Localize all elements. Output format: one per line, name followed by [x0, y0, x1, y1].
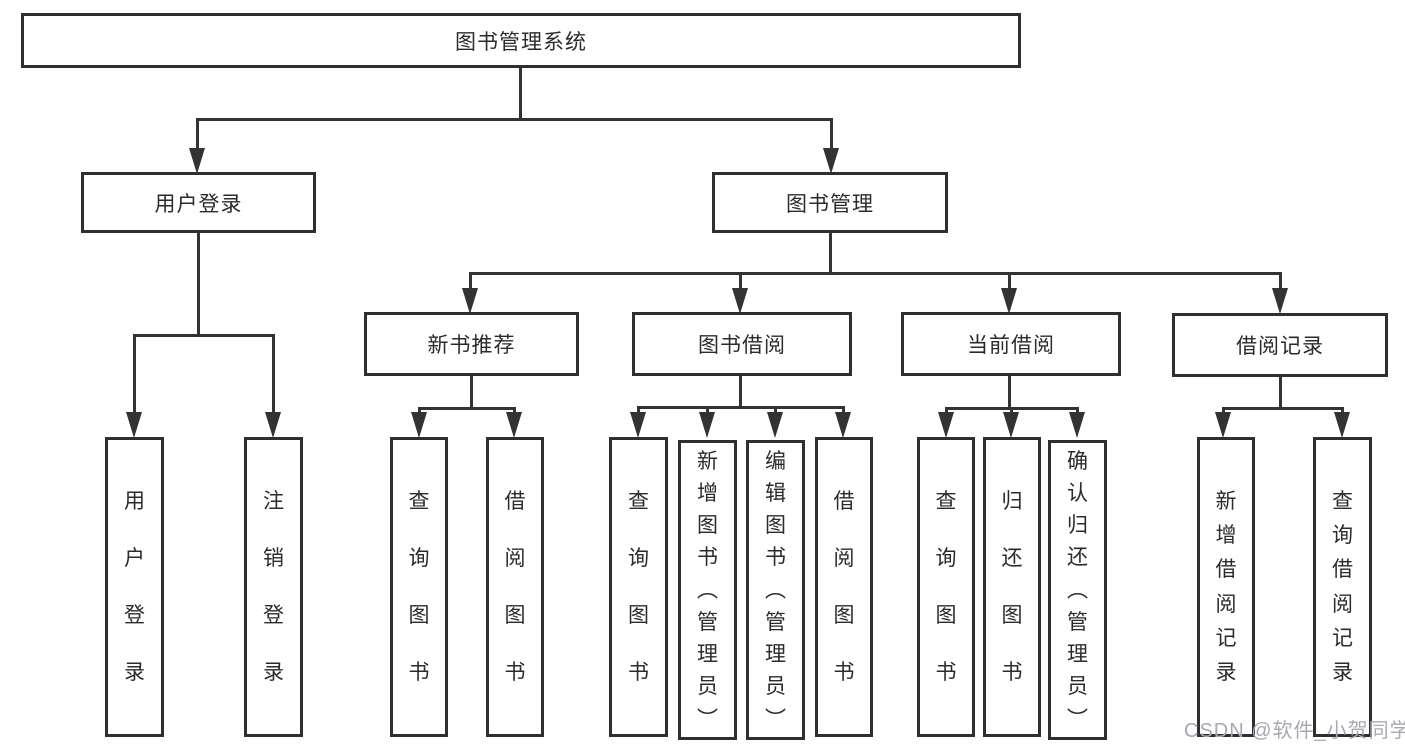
arrowhead-down-icon	[1272, 288, 1288, 314]
node-library-system-root: 图书管理系统	[21, 13, 1021, 68]
connector-line	[1076, 407, 1079, 415]
arrowhead-down-icon	[938, 412, 954, 438]
arrowhead-down-icon	[699, 412, 715, 438]
node-edit-books-admin: 编辑图书︵管理员︶	[746, 440, 805, 740]
node-add-books-admin: 新增图书︵管理员︶	[678, 440, 737, 740]
connector-line	[1010, 407, 1013, 415]
node-borrow-books-recommend: 借阅图书	[486, 437, 544, 737]
connector-line	[945, 407, 948, 415]
node-user-login-branch: 用户登录	[81, 172, 316, 233]
connector-line	[133, 334, 275, 337]
connector-line	[842, 406, 845, 415]
arrowhead-down-icon	[1334, 412, 1350, 438]
node-label: 查询图书	[408, 490, 430, 684]
arrowhead-down-icon	[265, 412, 281, 438]
node-label: 借阅图书	[833, 490, 855, 684]
arrowhead-down-icon	[823, 148, 839, 174]
connector-line	[196, 118, 833, 121]
node-logout-leaf: 注销登录	[244, 437, 303, 737]
node-current-borrow: 当前借阅	[901, 312, 1121, 376]
connector-line	[469, 272, 472, 290]
connector-line	[513, 407, 516, 415]
node-label: 新增图书︵管理员︶	[697, 449, 718, 731]
arrowhead-down-icon	[1069, 412, 1085, 438]
node-book-borrow: 图书借阅	[632, 312, 852, 376]
connector-line	[1341, 407, 1344, 415]
node-label: 查询借阅记录	[1332, 490, 1353, 684]
node-label: 归还图书	[1001, 490, 1023, 684]
node-query-books-recommend: 查询图书	[390, 437, 448, 737]
node-query-books-borrow: 查询图书	[609, 437, 668, 737]
connector-line	[637, 406, 845, 409]
node-return-books: 归还图书	[983, 437, 1041, 737]
connector-line	[1279, 272, 1282, 290]
connector-line	[830, 118, 833, 151]
connector-line	[706, 406, 709, 415]
connector-line	[418, 407, 516, 410]
arrowhead-down-icon	[462, 288, 478, 314]
arrowhead-down-icon	[630, 412, 646, 438]
connector-line	[774, 406, 777, 415]
arrowhead-down-icon	[1001, 288, 1017, 314]
connector-line	[196, 118, 199, 151]
node-borrow-records: 借阅记录	[1172, 313, 1388, 377]
arrowhead-down-icon	[506, 412, 522, 438]
connector-line	[1008, 376, 1011, 409]
connector-line	[197, 233, 200, 335]
arrowhead-down-icon	[767, 412, 783, 438]
connector-line	[1222, 407, 1225, 415]
connector-line	[418, 407, 421, 415]
connector-line	[1222, 407, 1344, 410]
connector-line	[829, 233, 832, 274]
node-label: 查询图书	[935, 490, 957, 684]
node-borrow-books-leaf: 借阅图书	[815, 437, 873, 737]
connector-line	[637, 406, 640, 415]
node-new-book-recommend: 新书推荐	[364, 312, 579, 376]
node-label: 查询图书	[628, 490, 649, 684]
node-add-borrow-record: 新增借阅记录	[1197, 437, 1255, 737]
connector-line	[272, 334, 275, 414]
arrowhead-down-icon	[1215, 412, 1231, 438]
node-book-management: 图书管理	[712, 172, 948, 233]
node-label: 确认归还︵管理员︶	[1067, 449, 1088, 731]
csdn-watermark: CSDN @软件_小贺同学	[1184, 720, 1405, 742]
connector-line	[133, 334, 136, 414]
node-user-login-leaf: 用户登录	[105, 437, 164, 737]
node-label: 编辑图书︵管理员︶	[765, 449, 786, 731]
connector-line	[469, 272, 1281, 275]
node-query-books-current: 查询图书	[917, 437, 975, 737]
arrowhead-down-icon	[835, 412, 851, 438]
arrowhead-down-icon	[732, 288, 748, 314]
connector-line	[1008, 272, 1011, 290]
arrowhead-down-icon	[1003, 412, 1019, 438]
node-label: 借阅图书	[504, 490, 526, 684]
node-label: 新增借阅记录	[1215, 490, 1237, 684]
arrowhead-down-icon	[126, 412, 142, 438]
arrowhead-down-icon	[411, 412, 427, 438]
node-confirm-return-admin: 确认归还︵管理员︶	[1048, 440, 1107, 740]
node-query-borrow-record: 查询借阅记录	[1313, 437, 1372, 737]
connector-line	[1279, 377, 1282, 409]
arrowhead-down-icon	[189, 148, 205, 174]
node-label: 用户登录	[124, 490, 145, 684]
connector-line	[470, 376, 473, 409]
node-label: 注销登录	[263, 490, 284, 684]
connector-line	[739, 376, 742, 408]
connector-line	[739, 272, 742, 290]
connector-line	[519, 68, 522, 119]
